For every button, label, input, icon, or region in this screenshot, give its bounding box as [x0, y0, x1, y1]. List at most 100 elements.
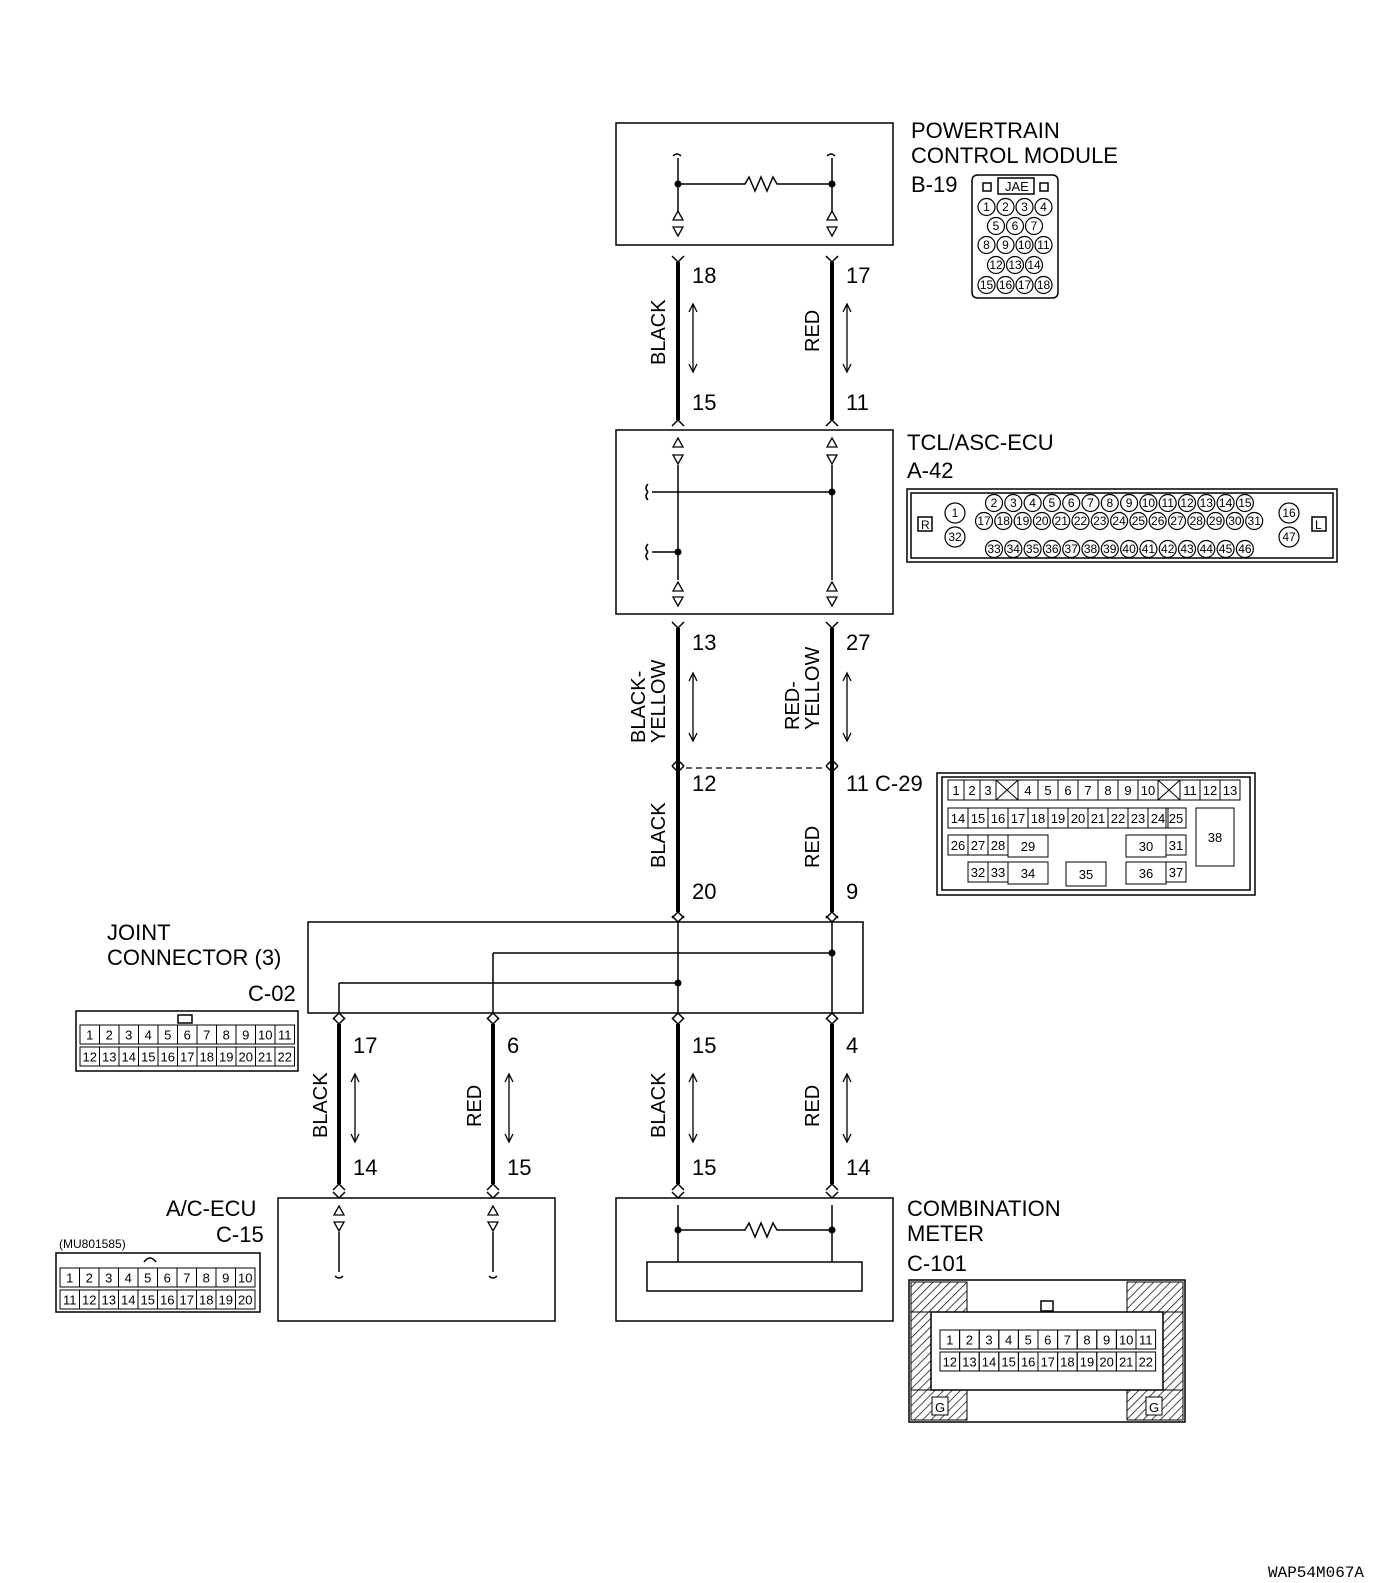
pin-18: 18 [692, 263, 716, 288]
tcl-connector-id: A-42 [907, 458, 953, 483]
connector-pin-label: 11 [1139, 1333, 1153, 1348]
connector-pin-label: 10 [238, 1271, 252, 1286]
wire-color-black-yellow-1: BLACK- [628, 671, 650, 743]
tcl-mark-r: R [921, 518, 930, 532]
pin-15: 15 [692, 390, 716, 415]
connector-pin-label: 14 [121, 1293, 135, 1308]
connector-pin-label: 9 [1126, 496, 1133, 510]
connector-pin-label: 9 [242, 1028, 249, 1043]
connector-pin-label: 23 [1131, 811, 1145, 826]
connector-pin-label: 1 [66, 1271, 73, 1286]
connector-pin-label: 28 [1190, 514, 1204, 528]
connector-pin-label: 33 [987, 542, 1001, 556]
connector-pin-label: 26 [1151, 514, 1165, 528]
connector-pin-label: 14 [122, 1050, 136, 1065]
connector-pin-label: 31 [1248, 514, 1262, 528]
connector-pin-label: 27 [971, 838, 985, 853]
connector-pin-label: 16 [1021, 1355, 1035, 1370]
connector-pin-label: 2 [86, 1271, 93, 1286]
pin-13: 13 [692, 630, 716, 655]
meter-connector-id: C-101 [907, 1251, 967, 1276]
connector-pin-label: 17 [180, 1293, 194, 1308]
connector-pin-label: 29 [1021, 839, 1035, 854]
connector-pin-label: 18 [1060, 1355, 1074, 1370]
connector-pin-label: 38 [1084, 542, 1098, 556]
connector-pin-label: 20 [239, 1050, 253, 1065]
connector-pin-label: 17 [977, 514, 991, 528]
connector-pin-label: 7 [1087, 496, 1094, 510]
acecu-box [277, 1197, 556, 1322]
acecu-part-no: (MU801585) [59, 1237, 126, 1251]
connector-pin-label: 20 [1099, 1355, 1113, 1370]
connector-pin-label: 4 [1040, 200, 1047, 214]
wire-color-black: BLACK [648, 299, 670, 365]
connector-pin-label: 2 [106, 1028, 113, 1043]
pcm-box [615, 122, 894, 246]
pin-9: 9 [846, 879, 858, 904]
connector-pin-label: 12 [943, 1355, 957, 1370]
connector-pin-label: 28 [991, 838, 1005, 853]
connector-pin-label: 38 [1208, 830, 1222, 845]
connector-pin-label: 17 [1041, 1355, 1055, 1370]
connector-pin-label: 7 [183, 1271, 190, 1286]
connector-pin-label: 11 [278, 1028, 292, 1043]
connector-pin-label: 20 [1071, 811, 1085, 826]
connector-pin-label: 16 [1282, 506, 1296, 520]
connector-pin-label: 26 [951, 838, 965, 853]
pcm-connector-id: B-19 [911, 172, 957, 197]
joint-connector-id: C-02 [248, 981, 296, 1006]
connector-pin-label: 1 [952, 783, 959, 798]
connector-pin-label: 19 [219, 1293, 233, 1308]
connector-pin-label: 4 [1024, 783, 1031, 798]
wire-color-red-3: RED [802, 826, 824, 868]
connector-pin-label: 44 [1200, 542, 1214, 556]
figure-code: WAP54M067A [1268, 1564, 1364, 1582]
connector-pin-label: 8 [1106, 496, 1113, 510]
joint-title-1: JOINT [107, 920, 171, 945]
tcl-title: TCL/ASC-ECU [907, 430, 1054, 455]
connector-pin-label: 19 [1016, 514, 1030, 528]
connector-pin-label: 39 [1103, 542, 1117, 556]
pin-17-joint: 17 [353, 1033, 377, 1058]
connector-pin-label: 13 [1200, 496, 1214, 510]
connector-pin-label: 16 [999, 278, 1013, 292]
connector-pin-label: 11 [1037, 238, 1050, 252]
connector-pin-label: 6 [1064, 783, 1071, 798]
pin-15-meter: 15 [692, 1155, 716, 1180]
connector-pin-label: 10 [1119, 1333, 1133, 1348]
connector-pin-label: 30 [1139, 839, 1153, 854]
tcl-mark-l: L [1315, 518, 1322, 532]
connector-pin-label: 16 [160, 1293, 174, 1308]
connector-pin-label: 11 [1183, 783, 1197, 798]
connector-pin-label: 14 [982, 1355, 996, 1370]
connector-pin-label: 18 [200, 1050, 214, 1065]
connector-pin-label: 21 [258, 1050, 272, 1065]
wire-color-red: RED [802, 310, 824, 352]
connector-pin-label: 7 [1031, 219, 1038, 233]
connector-pin-label: 4 [1005, 1333, 1012, 1348]
connector-pin-label: 12 [989, 258, 1003, 272]
wire-color-red-yellow-1: RED- [782, 681, 804, 730]
connector-pin-label: 10 [258, 1028, 272, 1043]
connector-pin-label: 9 [222, 1271, 229, 1286]
connector-pin-label: 10 [1018, 238, 1032, 252]
acecu-connector-id: C-15 [216, 1222, 264, 1247]
connector-pin-label: 19 [1051, 811, 1065, 826]
connector-pin-label: 8 [1083, 1333, 1090, 1348]
connector-pin-label: 24 [1151, 811, 1165, 826]
connector-pin-label: 19 [219, 1050, 233, 1065]
connector-pin-label: 18 [1031, 811, 1045, 826]
connector-pin-label: 45 [1219, 542, 1233, 556]
connector-pin-label: 25 [1132, 514, 1146, 528]
connector-pin-label: 25 [1169, 811, 1183, 826]
connector-pin-label: 21 [1119, 1355, 1133, 1370]
connector-pin-label: 37 [1065, 542, 1079, 556]
connector-pin-label: 8 [223, 1028, 230, 1043]
connector-pin-label: 37 [1169, 865, 1183, 880]
meter-ground-right: G [1149, 1400, 1159, 1415]
connector-pin-label: 12 [83, 1050, 97, 1065]
connector-pin-label: 42 [1161, 542, 1175, 556]
connector-pin-label: 15 [141, 1050, 155, 1065]
